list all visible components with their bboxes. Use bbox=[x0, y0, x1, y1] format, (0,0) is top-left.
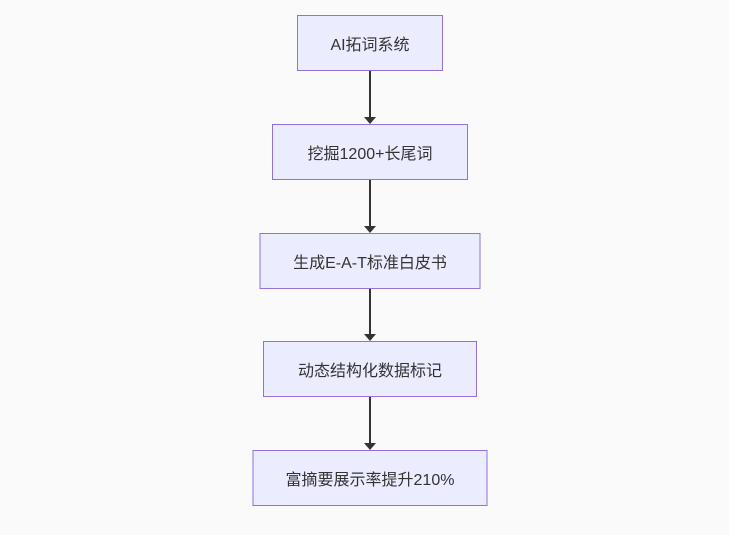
flow-node-structured-data-markup: 动态结构化数据标记 bbox=[263, 341, 477, 397]
flow-node-label: AI拓词系统 bbox=[330, 37, 410, 54]
flow-node-label: 动态结构化数据标记 bbox=[297, 363, 442, 380]
flow-node-rich-snippet-result: 富摘要展示率提升210% bbox=[252, 450, 488, 506]
flow-arrow-3 bbox=[369, 289, 371, 334]
flow-arrow-2 bbox=[369, 180, 371, 226]
flow-node-label: 生成E-A-T标准白皮书 bbox=[293, 255, 447, 272]
flow-node-label: 挖掘1200+长尾词 bbox=[307, 146, 433, 163]
flow-node-longtail-mining: 挖掘1200+长尾词 bbox=[272, 124, 468, 180]
flow-node-label: 富摘要展示率提升210% bbox=[285, 472, 455, 489]
flow-node-eat-whitepaper: 生成E-A-T标准白皮书 bbox=[259, 233, 481, 289]
flow-node-ai-keyword-system: AI拓词系统 bbox=[297, 15, 443, 71]
flow-arrow-4 bbox=[369, 397, 371, 443]
flow-arrow-1 bbox=[369, 71, 371, 117]
